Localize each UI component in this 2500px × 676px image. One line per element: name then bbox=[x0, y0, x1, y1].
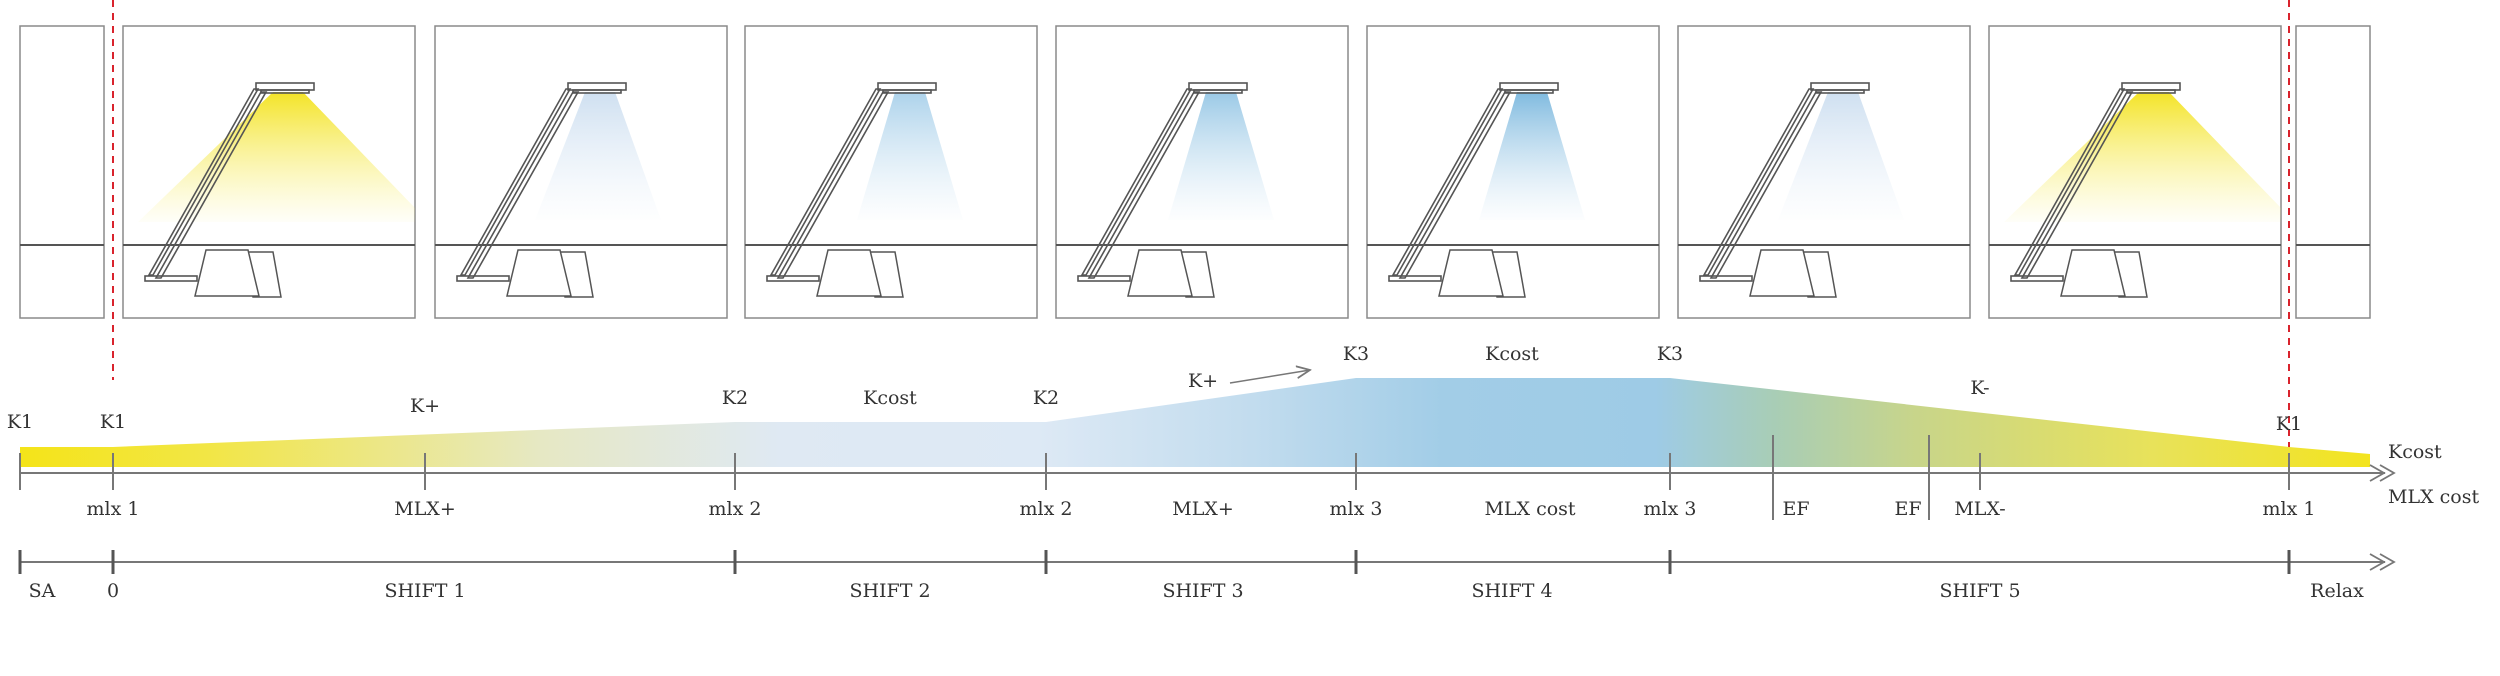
mlx-axis-labels: mlx 1 MLX+ mlx 2 mlx 2 MLX+ mlx 3 MLX cost mlx … bbox=[87, 498, 2316, 520]
shift-label: 0 bbox=[107, 580, 119, 602]
desk-lamp-icon bbox=[766, 82, 937, 282]
axis-label: EF bbox=[1894, 498, 1921, 520]
light-beam bbox=[535, 92, 661, 220]
book-icon bbox=[2060, 249, 2148, 298]
book-icon bbox=[1438, 249, 1526, 298]
intensity-label: K3 bbox=[1343, 343, 1369, 365]
intensity-label: K1 bbox=[2276, 413, 2302, 435]
shift-label: SHIFT 2 bbox=[849, 580, 930, 602]
band-end-label: Kcost bbox=[2388, 441, 2442, 463]
intensity-label: K- bbox=[1970, 377, 1989, 399]
intensity-label: Kcost bbox=[863, 387, 917, 409]
profile-arrow bbox=[1229, 370, 1310, 384]
lamp-panel bbox=[434, 25, 728, 319]
axis-label: mlx 3 bbox=[1330, 498, 1383, 520]
panel-frame bbox=[2295, 25, 2371, 319]
axis-label: mlx 1 bbox=[2263, 498, 2316, 520]
intensity-label: K1 bbox=[100, 411, 126, 433]
shift-label: SHIFT 4 bbox=[1471, 580, 1552, 602]
shift-label: SHIFT 5 bbox=[1939, 580, 2020, 602]
shift-label: SHIFT 3 bbox=[1162, 580, 1243, 602]
intensity-label: Kcost bbox=[1485, 343, 1539, 365]
desk-lamp-icon bbox=[1388, 82, 1559, 282]
light-beam bbox=[138, 92, 415, 222]
light-beam bbox=[1778, 92, 1904, 220]
mlx-axis-arrow-icon bbox=[2369, 464, 2396, 482]
mlx-axis-end-label: MLX cost bbox=[2388, 486, 2479, 508]
desk-lamp-icon bbox=[1077, 82, 1248, 282]
desk-lamp-icon bbox=[2010, 82, 2181, 282]
axis-label: mlx 3 bbox=[1644, 498, 1697, 520]
intensity-label: K2 bbox=[1033, 387, 1059, 409]
mlx-axis-ticks bbox=[19, 435, 2290, 520]
axis-label: MLX- bbox=[1954, 498, 2005, 520]
lamp-illustration-panels bbox=[19, 25, 2371, 319]
shift-label: SA bbox=[29, 580, 56, 602]
lamp-panel bbox=[1055, 25, 1349, 319]
shift-axis-ticks bbox=[18, 550, 2291, 574]
intensity-label: K2 bbox=[722, 387, 748, 409]
lamp-panel bbox=[1988, 25, 2282, 319]
lamp-panel bbox=[2295, 25, 2371, 319]
shift-label: SHIFT 1 bbox=[384, 580, 465, 602]
axis-label: MLX cost bbox=[1484, 498, 1575, 520]
axis-label: MLX+ bbox=[1172, 498, 1234, 520]
axis-label: mlx 2 bbox=[709, 498, 762, 520]
intensity-label: K3 bbox=[1657, 343, 1683, 365]
light-beam bbox=[2004, 92, 2281, 222]
intensity-label: K+ bbox=[1188, 370, 1218, 392]
book-icon bbox=[816, 249, 904, 298]
book-icon bbox=[1749, 249, 1837, 298]
book-icon bbox=[1127, 249, 1215, 298]
intensity-label: K1 bbox=[7, 411, 33, 433]
lamp-panel bbox=[744, 25, 1038, 319]
book-icon bbox=[194, 249, 282, 298]
lamp-panel bbox=[122, 25, 416, 319]
light-beam bbox=[1479, 92, 1585, 220]
shift-label: Relax bbox=[2310, 580, 2364, 602]
desk-lamp-icon bbox=[1699, 82, 1870, 282]
light-beam bbox=[857, 92, 963, 220]
light-intensity-band bbox=[20, 378, 2370, 467]
lamp-panel bbox=[1677, 25, 1971, 319]
shift-axis-arrow-icon bbox=[2369, 553, 2396, 571]
shift-labels: SA 0 SHIFT 1 SHIFT 2 SHIFT 3 SHIFT 4 SHIFT 5 Re… bbox=[29, 580, 2364, 602]
axis-label: EF bbox=[1782, 498, 1809, 520]
light-beam bbox=[1168, 92, 1274, 220]
shift-axis: SA 0 SHIFT 1 SHIFT 2 SHIFT 3 SHIFT 4 SHIFT 5 Re… bbox=[18, 550, 2396, 602]
lamp-panel bbox=[1366, 25, 1660, 319]
desk-lamp-icon bbox=[456, 82, 627, 282]
mlx-axis: mlx 1 MLX+ mlx 2 mlx 2 MLX+ mlx 3 MLX cost mlx … bbox=[19, 435, 2479, 520]
axis-label: MLX+ bbox=[394, 498, 456, 520]
desk-lamp-icon bbox=[144, 82, 315, 282]
panel-frame bbox=[19, 25, 105, 319]
axis-label: mlx 2 bbox=[1020, 498, 1073, 520]
intensity-label: K+ bbox=[410, 395, 440, 417]
axis-label: mlx 1 bbox=[87, 498, 140, 520]
book-icon bbox=[506, 249, 594, 298]
lamp-panel bbox=[19, 25, 105, 319]
